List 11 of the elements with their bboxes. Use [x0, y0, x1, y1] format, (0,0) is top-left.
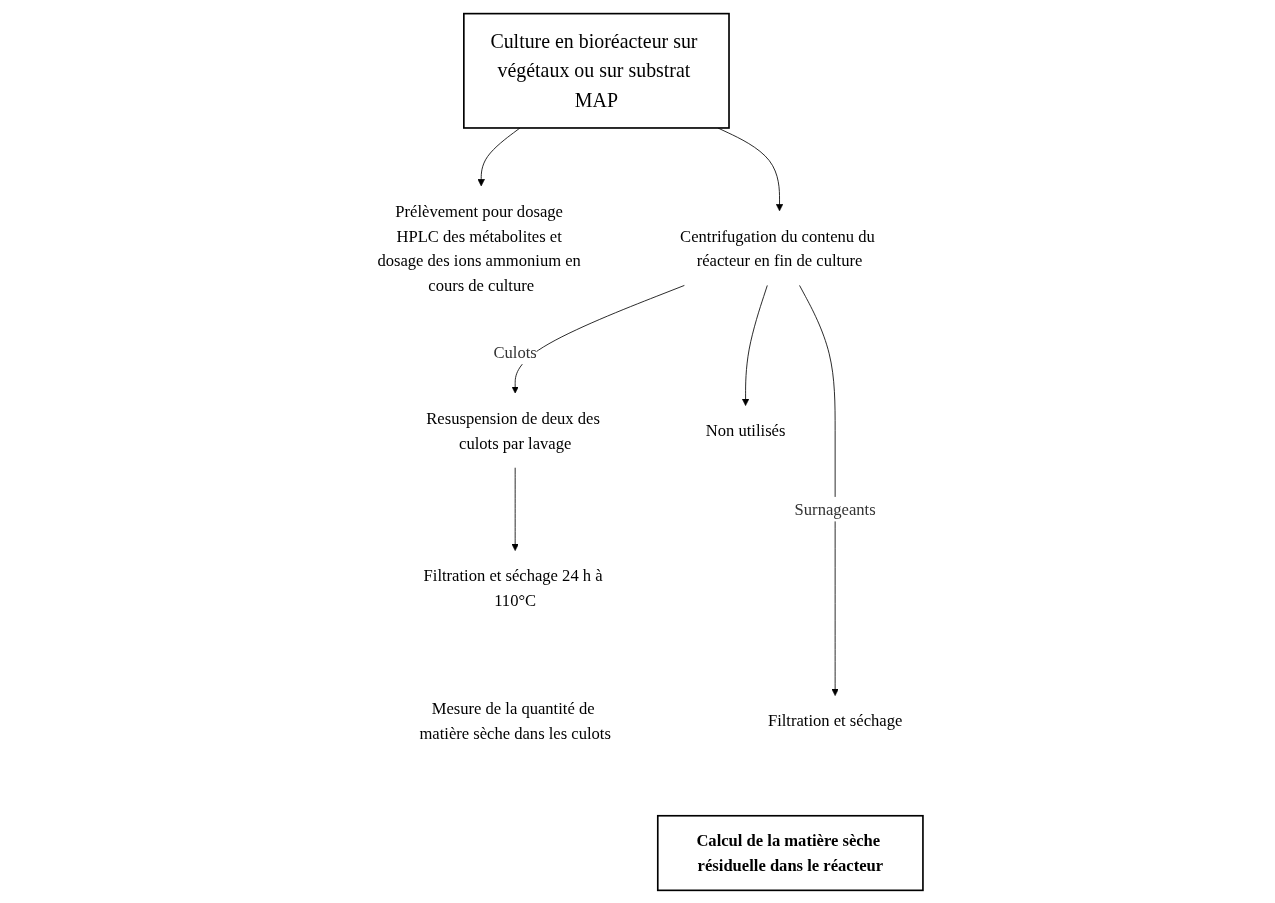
node-text: Resuspension de deux des culots par lavage: [425, 408, 600, 452]
node-text: Prélèvement pour dosage HPLC des métabolites et dosage des ions ammonium en cours de culture: [377, 201, 581, 295]
node-box: Calcul de la matière sèche résiduelle dans le réacteur: [656, 814, 924, 891]
node-box: Culture en bioréacteur sur végétaux ou sur substrat MAP: [462, 12, 730, 129]
node-text: Filtration et séchage: [767, 710, 902, 730]
edge-label: Culots: [493, 342, 537, 361]
node-text: Mesure de la quantité de matière sèche dans les culots: [419, 698, 611, 742]
edge-label: Surnageants: [794, 499, 876, 518]
node-text: Non utilisés: [705, 420, 785, 440]
node-text: Filtration et séchage 24 h à 110°C: [423, 565, 603, 609]
node-text: Centrifugation du contenu du réacteur en fin de culture: [679, 226, 875, 270]
